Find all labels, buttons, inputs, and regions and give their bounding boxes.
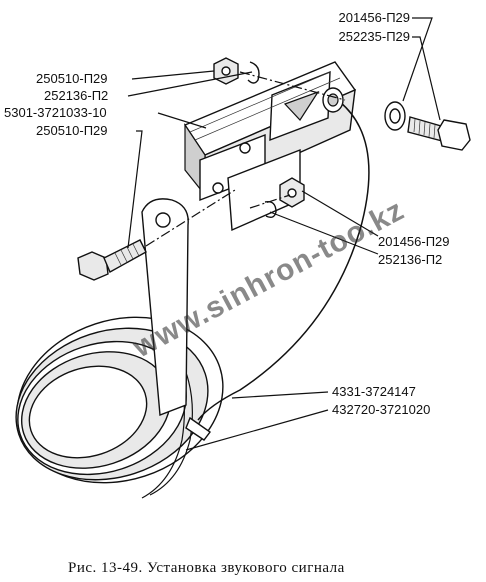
bracket <box>183 61 357 232</box>
left-bolt <box>77 239 147 281</box>
label-5301-3721033-10: 5301-3721033-10 <box>4 105 107 120</box>
label-201456-p29-mid: 201456-П29 <box>378 234 450 249</box>
leader-lines <box>127 17 441 451</box>
figure-caption: Рис. 13-49. Установка звукового сигнала <box>68 560 345 576</box>
label-250510-p29-left: 250510-П29 <box>36 123 108 138</box>
right-bolt <box>384 101 471 151</box>
label-252136-p2-mid: 252136-П2 <box>378 252 442 267</box>
label-252136-p2-top: 252136-П2 <box>44 88 108 103</box>
top-nut-washer <box>213 57 260 85</box>
label-4331-3724147: 4331-3724147 <box>332 384 416 399</box>
label-201456-p29-top: 201456-П29 <box>338 10 410 25</box>
horn-body <box>15 316 224 499</box>
mounting-strip <box>141 198 189 416</box>
mid-nut-washer <box>264 177 305 219</box>
axis-lines <box>145 71 346 247</box>
label-432720-3721020: 432720-3721020 <box>332 402 430 417</box>
wire-terminal <box>185 416 211 441</box>
label-250510-p29-top: 250510-П29 <box>36 71 108 86</box>
label-252235-p29: 252235-П29 <box>338 29 410 44</box>
terminal-nut <box>322 87 344 113</box>
wire <box>197 101 370 421</box>
